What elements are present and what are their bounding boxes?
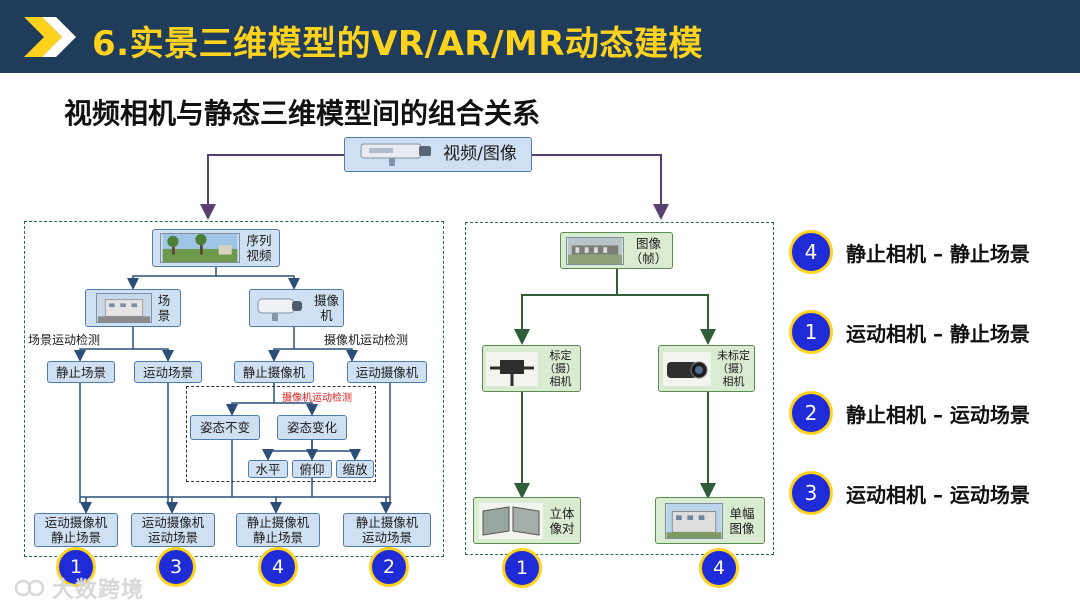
camera-motion-detect-label: 摄像机运动检测 [324,333,409,347]
result-box-4: 静止摄像机 运动场景 [343,513,431,547]
rig-camera-icon [486,351,538,386]
legend-badge-3: 2 [789,391,833,435]
arrow-top-to-right [532,154,669,220]
camera-motion-detect-panel [186,386,376,482]
legend-badge-2: 1 [789,310,833,354]
node-moving-camera: 运动摄像机 [347,361,427,383]
node-scene-label: 场 景 [157,293,171,323]
node-uncalibrated-camera: 未标定 （摄） 相机 [658,345,755,392]
node-sequence-video: 序列 视频 [152,229,280,267]
watermark-text: 大数跨境 [52,578,145,603]
node-pitch: 俯仰 [292,460,332,478]
top-node-video-image: 视频/图像 [344,137,532,172]
header-bar [0,0,1080,73]
left-result-badge-3: 4 [258,547,298,587]
landscape-photo-icon [160,233,241,263]
legend-text-2: 运动相机 – 静止场景 [846,322,1030,346]
node-zoom: 缩放 [336,460,374,478]
node-horizontal: 水平 [248,460,288,478]
left-result-badge-2: 3 [156,547,196,587]
building-photo-icon [665,502,724,539]
slide-title: 6.实景三维模型的VR/AR/MR动态建模 [92,24,703,64]
surveillance-camera-icon [360,143,432,166]
stereo-photos-icon [479,502,544,539]
node-camera-label: 摄像 机 [313,293,339,323]
node-image-frame: 图像 （帧） [560,232,673,269]
node-camera: 摄像 机 [249,289,344,327]
node-pose-unchanged: 姿态不变 [190,415,260,440]
chevron-right-icon [24,17,76,57]
legend-text-4: 运动相机 – 运动场景 [846,483,1030,507]
legend-badge-1: 4 [789,230,833,274]
watermark: 大数跨境 [14,572,144,604]
dam-photo-icon [565,236,624,265]
result-box-1: 运动摄像机 静止场景 [34,513,118,547]
node-single-image: 单幅 图像 [655,497,765,544]
left-result-badge-1: 1 [56,547,96,587]
building-photo-icon [95,293,152,323]
top-node-label: 视频/图像 [443,144,517,164]
node-sequence-video-label: 序列 视频 [246,233,272,263]
camcorder-icon [663,351,711,386]
node-stereo-pair: 立体 像对 [473,497,581,544]
slide-subtitle: 视频相机与静态三维模型间的组合关系 [64,97,541,130]
node-moving-scene: 运动场景 [134,361,202,383]
legend-text-3: 静止相机 – 运动场景 [846,403,1030,427]
legend-badge-4: 3 [789,471,833,515]
inner-camera-motion-detect-label: 摄像机运动检测 [282,393,352,404]
node-scene: 场 景 [85,289,181,327]
node-static-camera: 静止摄像机 [234,361,314,383]
node-pose-changed: 姿态变化 [277,415,347,440]
right-result-badge-1: 1 [502,548,542,588]
node-calibrated-camera: 标定 （摄） 相机 [482,345,581,392]
result-box-3: 静止摄像机 静止场景 [236,513,320,547]
legend-text-1: 静止相机 – 静止场景 [846,242,1030,266]
result-box-2: 运动摄像机 运动场景 [131,513,215,547]
right-result-badge-2: 4 [699,548,739,588]
watermark-logo-icon [14,579,45,597]
right-panel [465,222,774,555]
arrow-top-to-left [200,154,344,220]
node-static-scene: 静止场景 [47,361,115,383]
scene-motion-detect-label: 场景运动检测 [28,333,101,347]
left-result-badge-4: 2 [369,547,409,587]
left-panel [24,221,444,557]
surveillance-camera-icon [257,298,302,321]
